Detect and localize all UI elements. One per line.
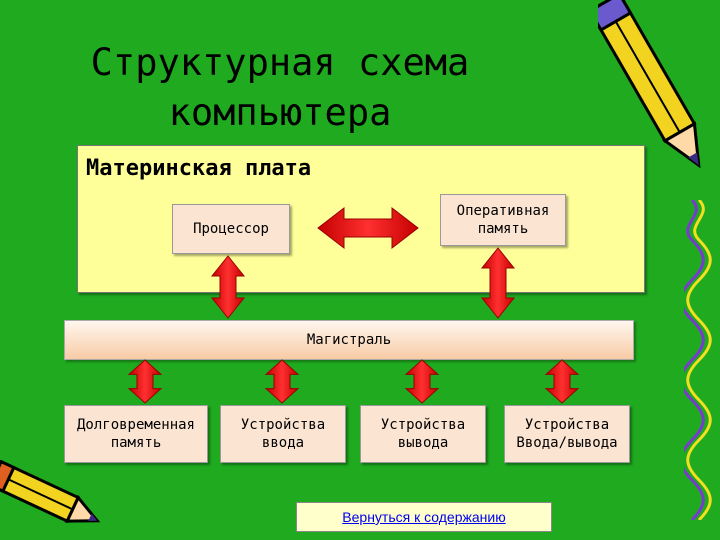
bus-output-arrow — [404, 359, 440, 404]
pencil-icon — [0, 460, 101, 524]
title-line-1: Структурная схема — [90, 41, 470, 84]
device-label-2: ввода — [261, 435, 305, 451]
bus-input-arrow — [264, 359, 300, 404]
back-to-contents-link[interactable]: Вернуться к содержанию — [296, 502, 552, 532]
bus-label: Магистраль — [306, 332, 392, 348]
page-title: Структурная схема компьютера — [70, 38, 490, 138]
ram-block: Оперативная память — [440, 194, 566, 246]
device-label-1: Устройства — [380, 417, 466, 433]
motherboard-label: Материнская плата — [86, 156, 312, 181]
ram-bus-arrow — [480, 247, 516, 319]
device-block-storage: Долговременная память — [64, 405, 208, 463]
device-label-1: Устройства — [524, 417, 610, 433]
ram-label-2: память — [477, 221, 529, 237]
bus-io-arrow — [544, 359, 580, 404]
device-label-2: вывода — [397, 435, 449, 451]
cpu-label: Процессор — [193, 221, 269, 237]
cpu-block: Процессор — [172, 204, 290, 254]
bus-block: Магистраль — [64, 320, 634, 360]
device-label-2: Ввода/вывода — [516, 435, 618, 451]
cpu-ram-arrow — [317, 206, 419, 250]
device-label-1: Устройства — [240, 417, 326, 433]
title-line-2: компьютера — [168, 91, 392, 134]
device-label-1: Долговременная — [76, 417, 195, 433]
device-label-2: память — [110, 435, 162, 451]
ram-label-1: Оперативная — [456, 203, 550, 219]
device-block-io: Устройства Ввода/вывода — [504, 405, 630, 463]
cpu-bus-arrow — [210, 255, 246, 319]
pencil-icon — [598, 0, 701, 169]
bus-storage-arrow — [127, 359, 163, 404]
device-block-input: Устройства ввода — [220, 405, 346, 463]
device-block-output: Устройства вывода — [360, 405, 486, 463]
squiggle-decoration — [684, 200, 712, 520]
